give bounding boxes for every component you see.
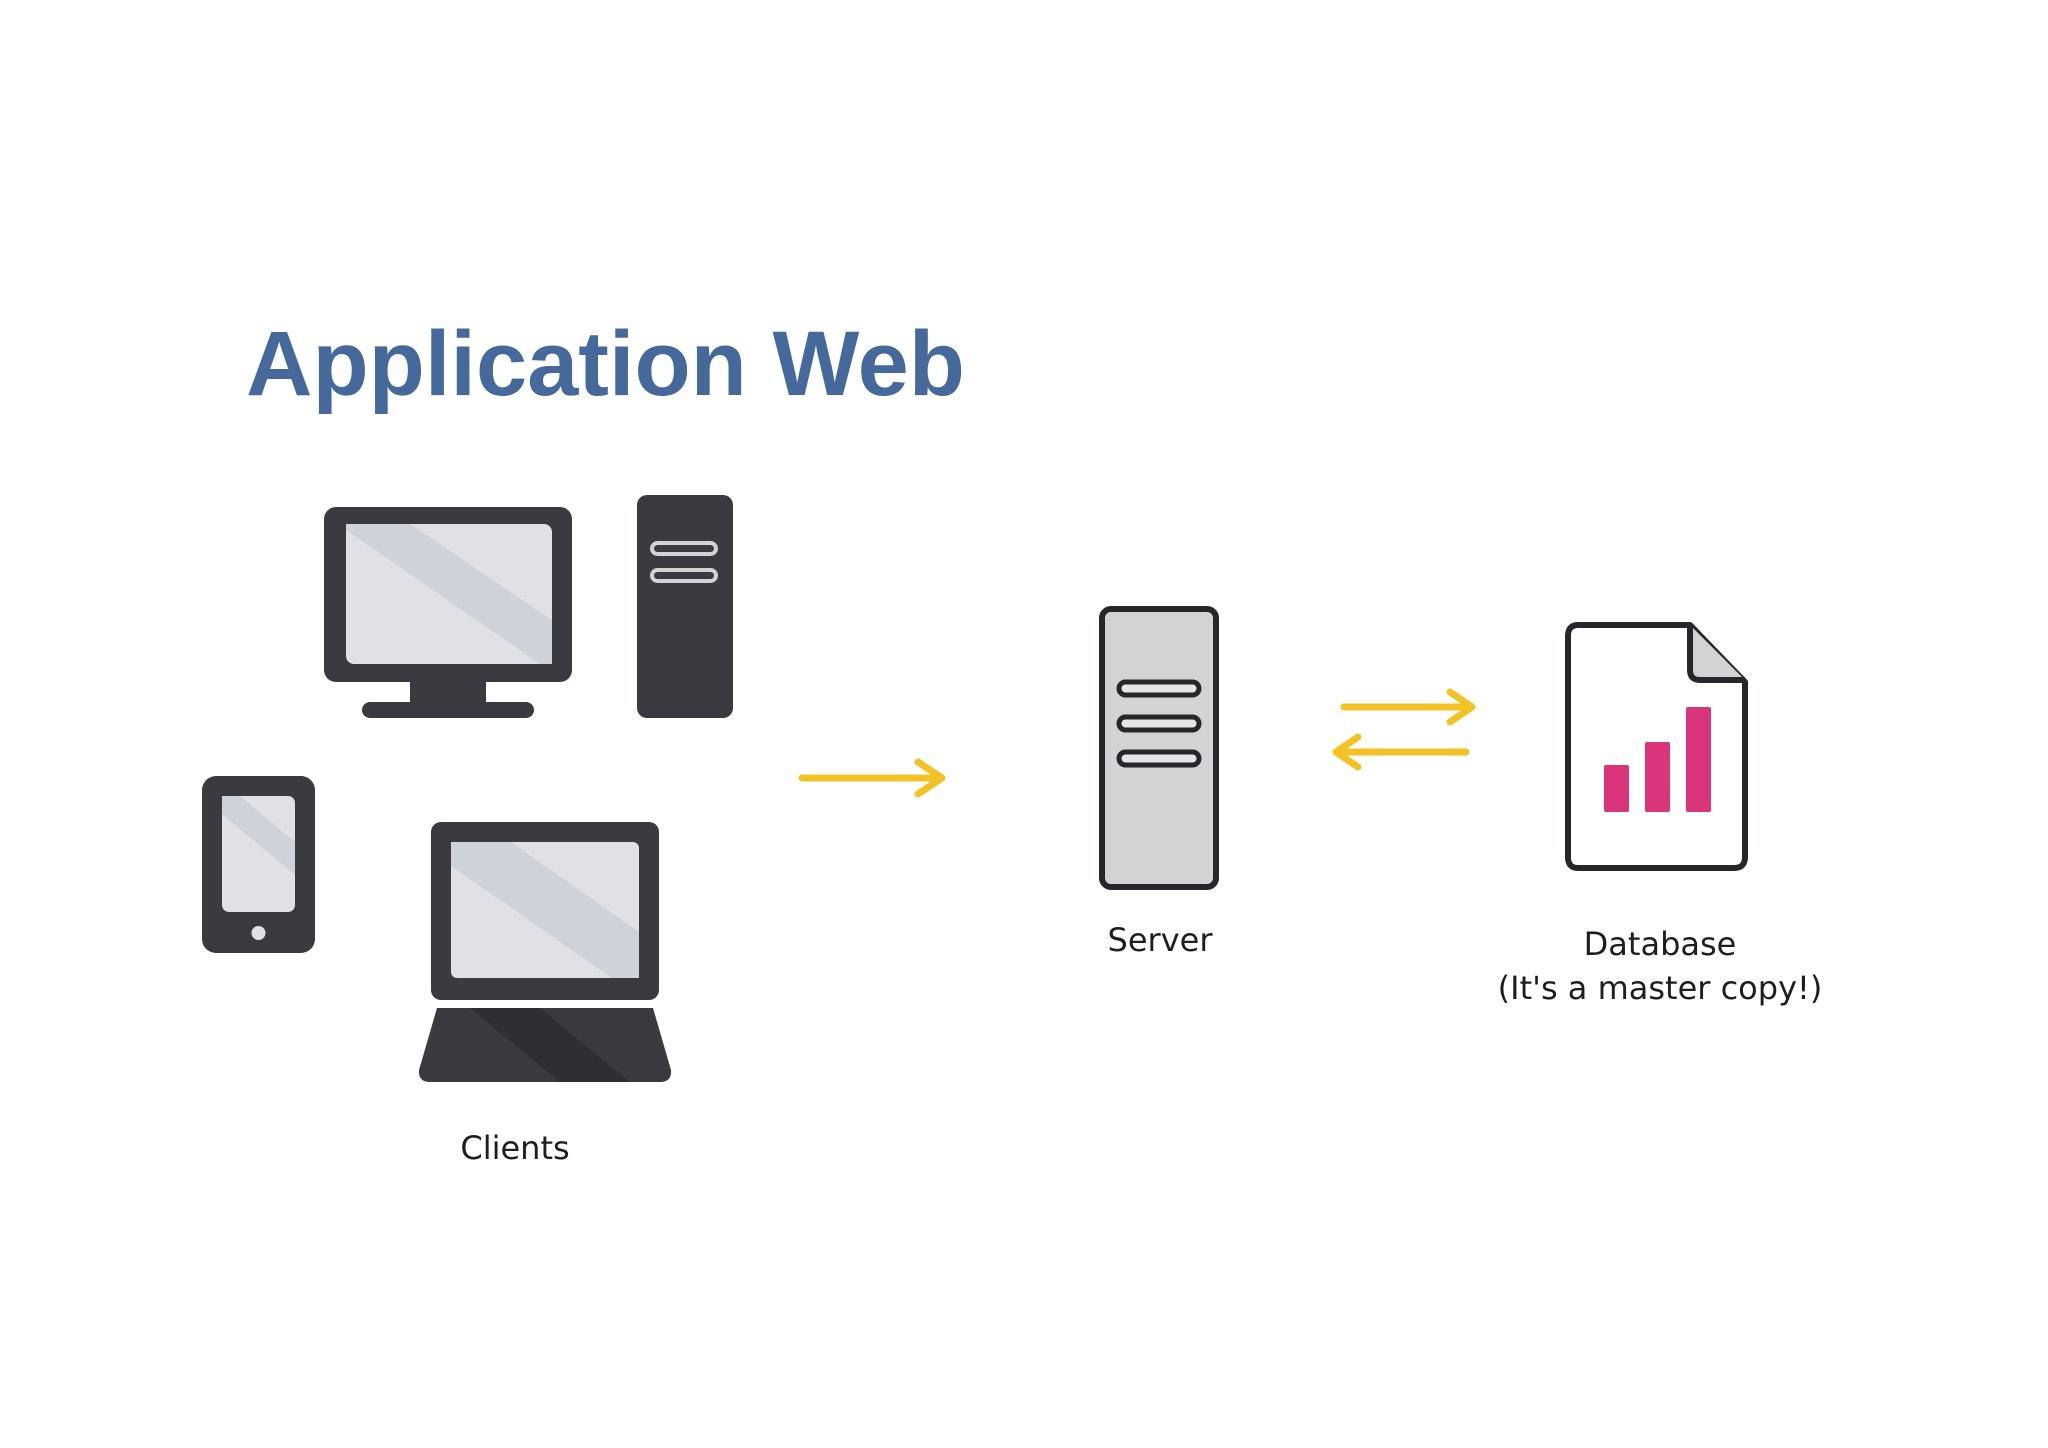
database-document-icon — [1565, 622, 1748, 871]
tower-pc-icon — [637, 495, 733, 718]
laptop-icon — [418, 822, 672, 1082]
clients-label: Clients — [460, 1129, 570, 1167]
bidirectional-arrows-icon — [1332, 688, 1476, 771]
page-title: Application Web — [246, 313, 965, 415]
desktop-monitor-icon — [324, 507, 572, 718]
arrow-right-icon — [798, 758, 946, 798]
server-label: Server — [1107, 921, 1213, 959]
database-label-line2: (It's a master copy!) — [1497, 969, 1823, 1007]
tablet-icon — [202, 776, 315, 953]
server-icon — [1099, 606, 1219, 890]
database-label-line1: Database — [1583, 925, 1737, 963]
database-label: Database (It's a master copy!) — [1460, 922, 1860, 1010]
